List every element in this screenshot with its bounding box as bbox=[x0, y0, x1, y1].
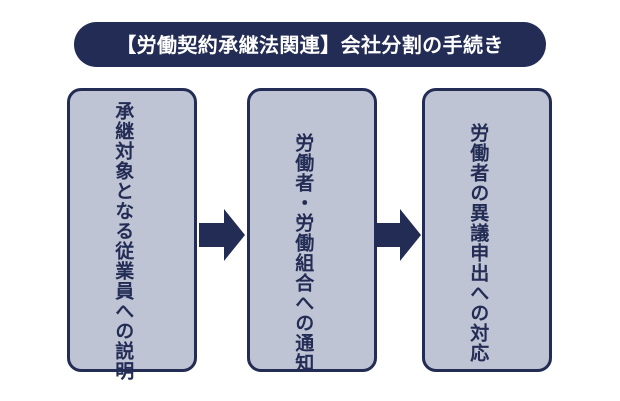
right-arrow-icon-2 bbox=[375, 209, 421, 261]
flow-step-1: 承継対象となる従業員への説明 bbox=[67, 88, 197, 381]
right-arrow-icon-1 bbox=[199, 209, 245, 261]
flow-step-3: 労働者の異議申出への対応 bbox=[422, 88, 552, 372]
diagram-title-banner: 【労働契約承継法関連】会社分割の手続き bbox=[74, 22, 546, 67]
page-title: 【労働契約承継法関連】会社分割の手続き bbox=[116, 32, 504, 57]
flow-step-3-label: 労働者の異議申出への対応 bbox=[467, 123, 490, 363]
flow-step-2: 労働者・労働組合への通知 bbox=[247, 88, 377, 373]
flow-step-1-label: 承継対象となる従業員への説明 bbox=[112, 101, 135, 381]
flow-step-2-label: 労働者・労働組合への通知 bbox=[292, 133, 315, 373]
